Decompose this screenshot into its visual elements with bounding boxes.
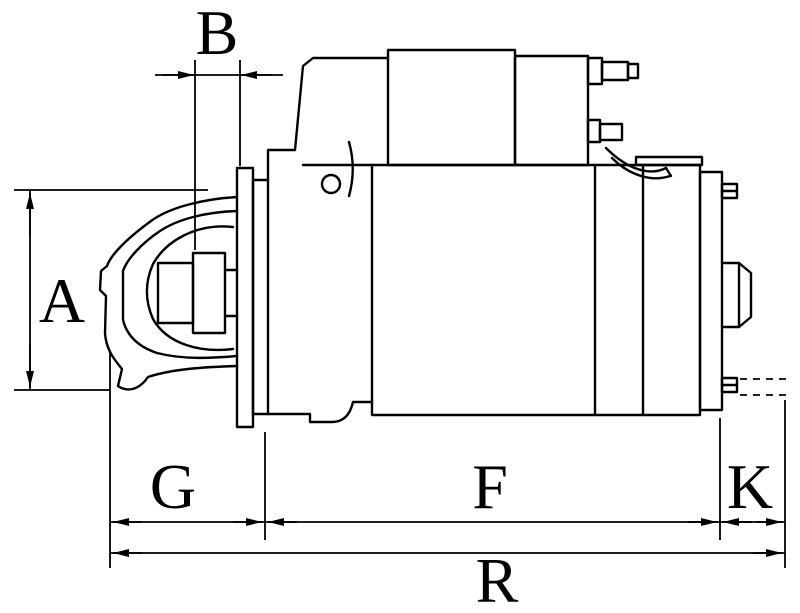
dimension-label-g: G bbox=[150, 451, 196, 522]
dimension-a bbox=[14, 189, 208, 391]
yoke-inner-contour bbox=[121, 209, 239, 360]
flange-outer-plate bbox=[235, 166, 255, 429]
field-cable-lower bbox=[610, 156, 672, 180]
end-cap bbox=[698, 170, 724, 412]
drive-end-yoke bbox=[98, 195, 239, 391]
dimension-annotations bbox=[14, 60, 786, 568]
terminal-stud-base bbox=[586, 56, 604, 86]
body-cylinder bbox=[370, 163, 702, 417]
housing-bottom-contour bbox=[266, 400, 374, 424]
flange-inner-ring bbox=[251, 178, 270, 416]
drive-housing bbox=[266, 56, 390, 424]
solenoid-end-section bbox=[513, 54, 590, 167]
terminal-lower-nut bbox=[598, 122, 624, 142]
rear-terminal-block bbox=[720, 261, 753, 329]
dimension-label-k: K bbox=[727, 451, 773, 522]
terminal-lower-base bbox=[586, 118, 602, 144]
terminal-stud-nut bbox=[600, 60, 630, 82]
shaft-support bbox=[156, 261, 195, 325]
dimension-label-r: R bbox=[476, 545, 519, 613]
motor-body bbox=[370, 155, 724, 417]
hidden-edges bbox=[740, 378, 790, 396]
dimension-labels: B A G F K R bbox=[39, 0, 773, 613]
field-cable-end bbox=[664, 166, 673, 178]
dimension-label-b: B bbox=[196, 0, 239, 68]
motor-drawing bbox=[98, 48, 753, 429]
dimension-label-a: A bbox=[39, 265, 85, 336]
housing-hole bbox=[320, 173, 342, 195]
housing-seam-curve bbox=[347, 140, 354, 198]
solenoid-main-body bbox=[386, 48, 517, 167]
field-cable-upper bbox=[604, 146, 668, 173]
pinion-gear bbox=[191, 251, 227, 335]
mounting-flange bbox=[235, 166, 270, 429]
dimension-b bbox=[155, 60, 283, 250]
terminal-stud-tip bbox=[626, 62, 640, 80]
dimension-label-f: F bbox=[472, 451, 508, 522]
solenoid bbox=[386, 48, 673, 180]
body-top-lip bbox=[634, 155, 704, 167]
yoke-outer-contour bbox=[98, 195, 239, 391]
housing-top-contour bbox=[266, 56, 390, 182]
dimension-gfk bbox=[109, 350, 786, 568]
pinion-shaft-lines bbox=[223, 268, 239, 318]
yoke-opening-contour bbox=[145, 225, 235, 352]
rear-fittings bbox=[720, 182, 753, 394]
